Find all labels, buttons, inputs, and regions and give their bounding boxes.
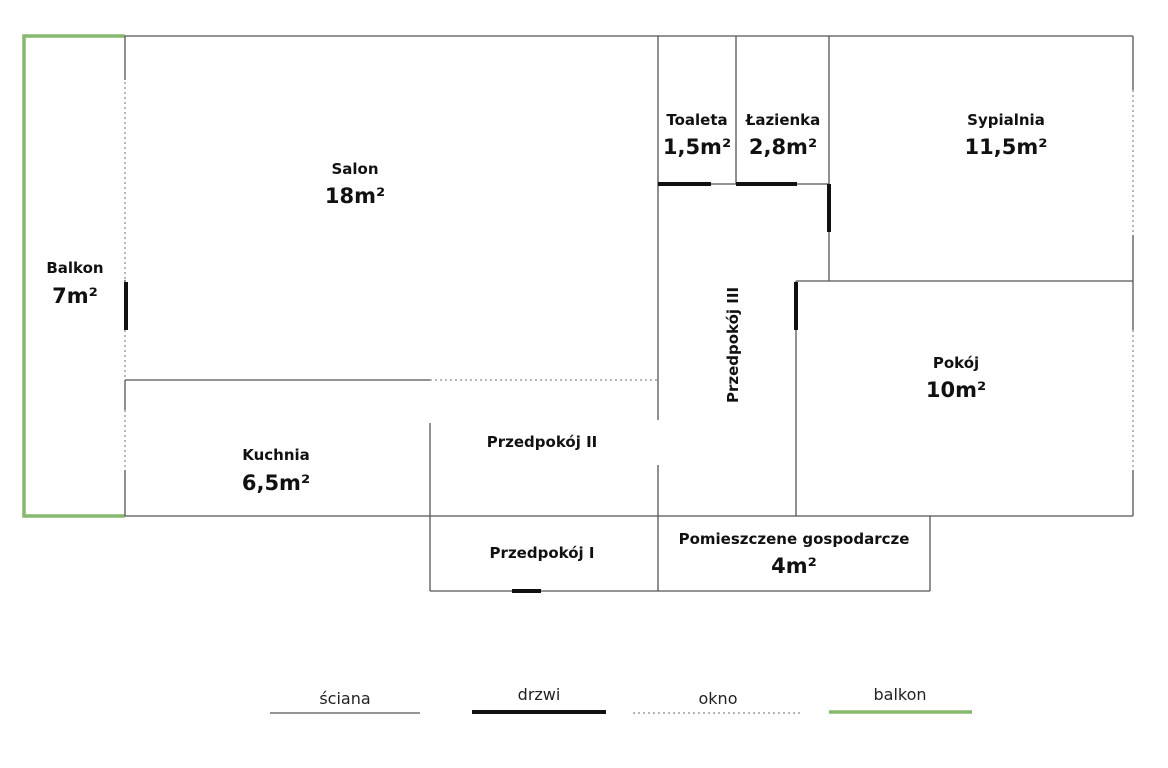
toaleta-area: 1,5m² (663, 135, 731, 159)
balkon-area: 7m² (52, 284, 98, 308)
legend-door-label: drzwi (518, 685, 561, 704)
legend-wall-label: ściana (319, 689, 370, 708)
doors (124, 182, 831, 593)
lazienka-label: Łazienka (745, 111, 821, 129)
kuchnia-area: 6,5m² (242, 471, 310, 495)
legend-window-label: okno (699, 689, 738, 708)
legend-item-balcony: balkon (829, 685, 972, 714)
pokoj-area: 10m² (926, 378, 986, 402)
pokoj-label: Pokój (933, 354, 979, 372)
salon-label: Salon (331, 160, 378, 178)
przedpokoj3-label: Przedpokój III (724, 287, 742, 403)
przedpokoj2-label: Przedpokój II (487, 433, 597, 451)
gospodarcze-label: Pomieszczene gospodarcze (679, 530, 910, 548)
gospodarcze-area: 4m² (771, 554, 817, 578)
balcony-outline (22, 34, 125, 518)
legend-item-door: drzwi (472, 685, 606, 714)
salon-area: 18m² (325, 184, 385, 208)
legend-balcony-label: balkon (873, 685, 926, 704)
kuchnia-label: Kuchnia (242, 446, 310, 464)
legend-item-wall: ściana (270, 689, 420, 714)
sypialnia-area: 11,5m² (965, 135, 1048, 159)
przedpokoj1-label: Przedpokój I (490, 544, 595, 562)
lazienka-area: 2,8m² (749, 135, 817, 159)
legend-item-window: okno (633, 689, 803, 714)
balkon-label: Balkon (46, 259, 103, 277)
windows (124, 82, 1134, 470)
sypialnia-label: Sypialnia (967, 111, 1045, 129)
legend: ściana drzwi okno balkon (270, 685, 972, 714)
toaleta-label: Toaleta (666, 111, 727, 129)
